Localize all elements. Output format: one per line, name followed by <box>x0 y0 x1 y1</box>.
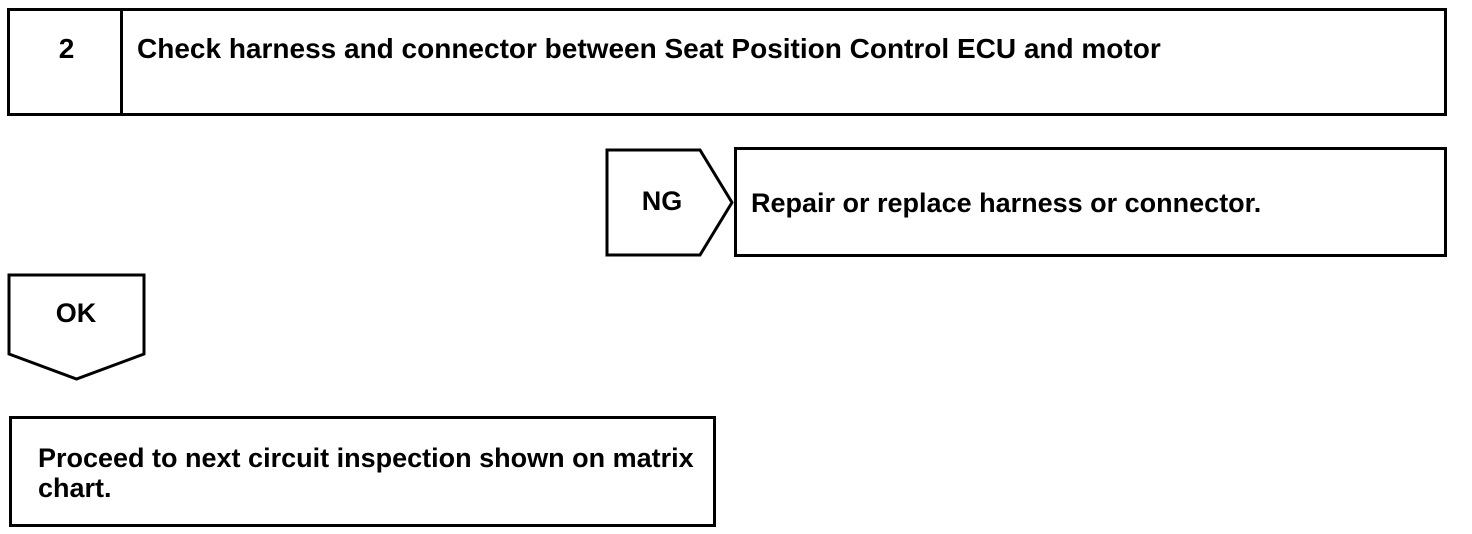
ok-result-text: Proceed to next circuit inspection shown… <box>38 443 694 503</box>
ng-result-text: Repair or replace harness or connector. <box>751 188 1262 218</box>
ok-label: OK <box>55 298 97 328</box>
ng-arrow-shape <box>605 148 734 257</box>
ok-arrow-shape <box>7 273 146 381</box>
step-number-cell: 2 <box>10 11 123 113</box>
ng-result-box: Repair or replace harness or connector. <box>734 147 1447 257</box>
step-box: 2 Check harness and connector between Se… <box>7 8 1447 116</box>
ok-result-box: Proceed to next circuit inspection shown… <box>9 416 716 527</box>
step-number: 2 <box>58 33 75 64</box>
step-title: Check harness and connector between Seat… <box>137 33 1161 64</box>
ng-label: NG <box>641 186 683 216</box>
